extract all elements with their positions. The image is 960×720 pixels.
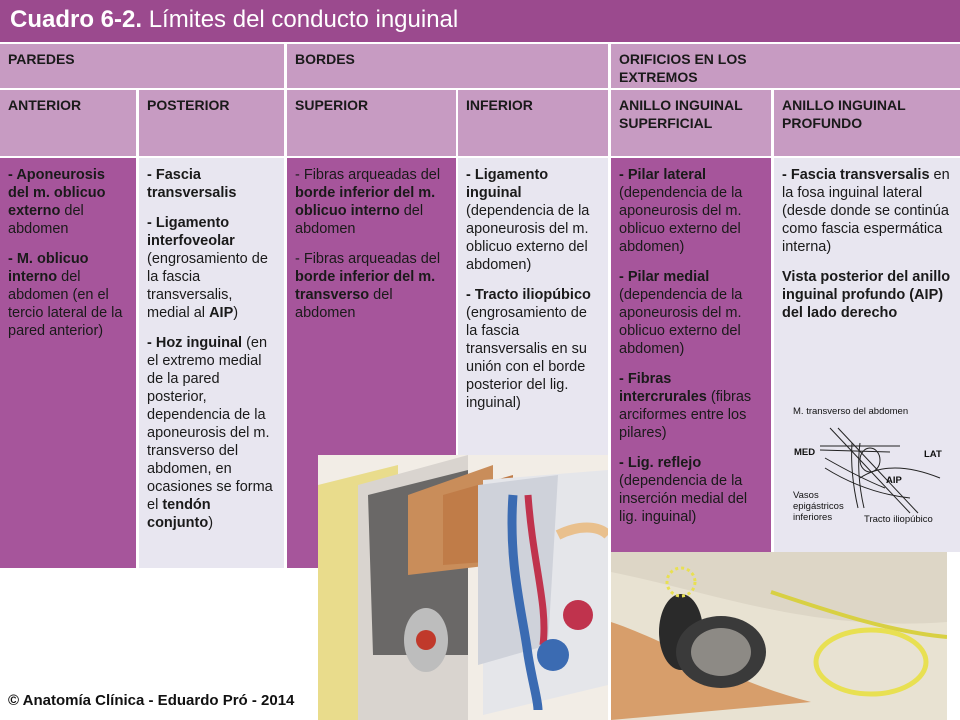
group-borders-header: BORDES — [287, 44, 608, 88]
page-title: Cuadro 6-2. Límites del conducto inguina… — [10, 6, 458, 34]
list-item: - Fibras arqueadas del borde inferior de… — [295, 251, 441, 321]
column-deep-ring: - Fascia transversalis en la fosa inguin… — [774, 158, 960, 552]
column-superior: - Fibras arqueadas del borde inferior de… — [287, 158, 456, 568]
list-item: - Fascia transversalis — [147, 167, 237, 201]
subheader-superficial-ring: ANILLO INGUINAL SUPERFICIAL — [611, 90, 771, 156]
list-item: - Fibras arqueadas del borde inferior de… — [295, 167, 441, 237]
deep-ring-view-title: Vista posterior del anillo inguinal prof… — [782, 269, 951, 321]
list-item: - Ligamento interfoveolar (engrosamiento… — [147, 215, 268, 321]
deep-ring-diagram — [819, 427, 941, 514]
subheader-anterior: ANTERIOR — [0, 90, 136, 156]
list-item: - Ligamento inguinal (dependencia de la … — [466, 167, 590, 273]
subheader-inferior: INFERIOR — [458, 90, 608, 156]
list-item: - Aponeurosis del m. oblicuo externo del… — [8, 167, 106, 237]
group-openings-header: ORIFICIOS EN LOS EXTREMOS — [611, 44, 781, 88]
column-superficial-ring: - Pilar lateral (dependencia de la apone… — [611, 158, 771, 552]
diagram-label-transverse: M. transverso del abdomen — [793, 406, 909, 417]
diagram-label-tract: Tracto iliopúbico — [864, 514, 933, 525]
diagram-label-aip: AIP — [886, 475, 902, 486]
column-anterior: - Aponeurosis del m. oblicuo externo del… — [0, 158, 136, 568]
copyright-text: © Anatomía Clínica - Eduardo Pró - 2014 — [8, 692, 295, 709]
list-item: - Hoz inguinal (en el extremo medial de … — [147, 335, 273, 531]
list-item: - M. oblicuo interno del abdomen (en el … — [8, 251, 123, 339]
title-bar: Cuadro 6-2. Límites del conducto inguina… — [0, 0, 960, 42]
deep-ring-photo-illustration — [611, 552, 947, 720]
list-item: - Fascia transversalis en la fosa inguin… — [782, 167, 950, 255]
group-openings-header-fill — [781, 44, 960, 88]
inguinal-canal-illustration — [318, 455, 608, 720]
list-item: - Fibras intercrurales (fibras arciforme… — [619, 371, 752, 441]
subheader-posterior: POSTERIOR — [139, 90, 284, 156]
list-item: - Tracto iliopúbico (engrosamiento de la… — [466, 287, 591, 411]
table-title: Límites del conducto inguinal — [148, 6, 459, 33]
group-walls-header: PAREDES — [0, 44, 284, 88]
list-item: - Lig. reflejo (dependencia de la inserc… — [619, 455, 748, 525]
list-item: - Pilar medial (dependencia de la aponeu… — [619, 269, 743, 357]
column-posterior: - Fascia transversalis - Ligamento inter… — [139, 158, 284, 568]
diagram-label-lat: LAT — [924, 449, 942, 460]
diagram-label-vessels: Vasos epigástricos inferiores — [793, 490, 844, 523]
subheader-superior: SUPERIOR — [287, 90, 456, 156]
subheader-deep-ring: ANILLO INGUINAL PROFUNDO — [774, 90, 960, 156]
list-item: - Pilar lateral (dependencia de la apone… — [619, 167, 743, 255]
diagram-label-med: MED — [794, 447, 816, 458]
table-number: Cuadro 6-2. — [10, 6, 143, 33]
